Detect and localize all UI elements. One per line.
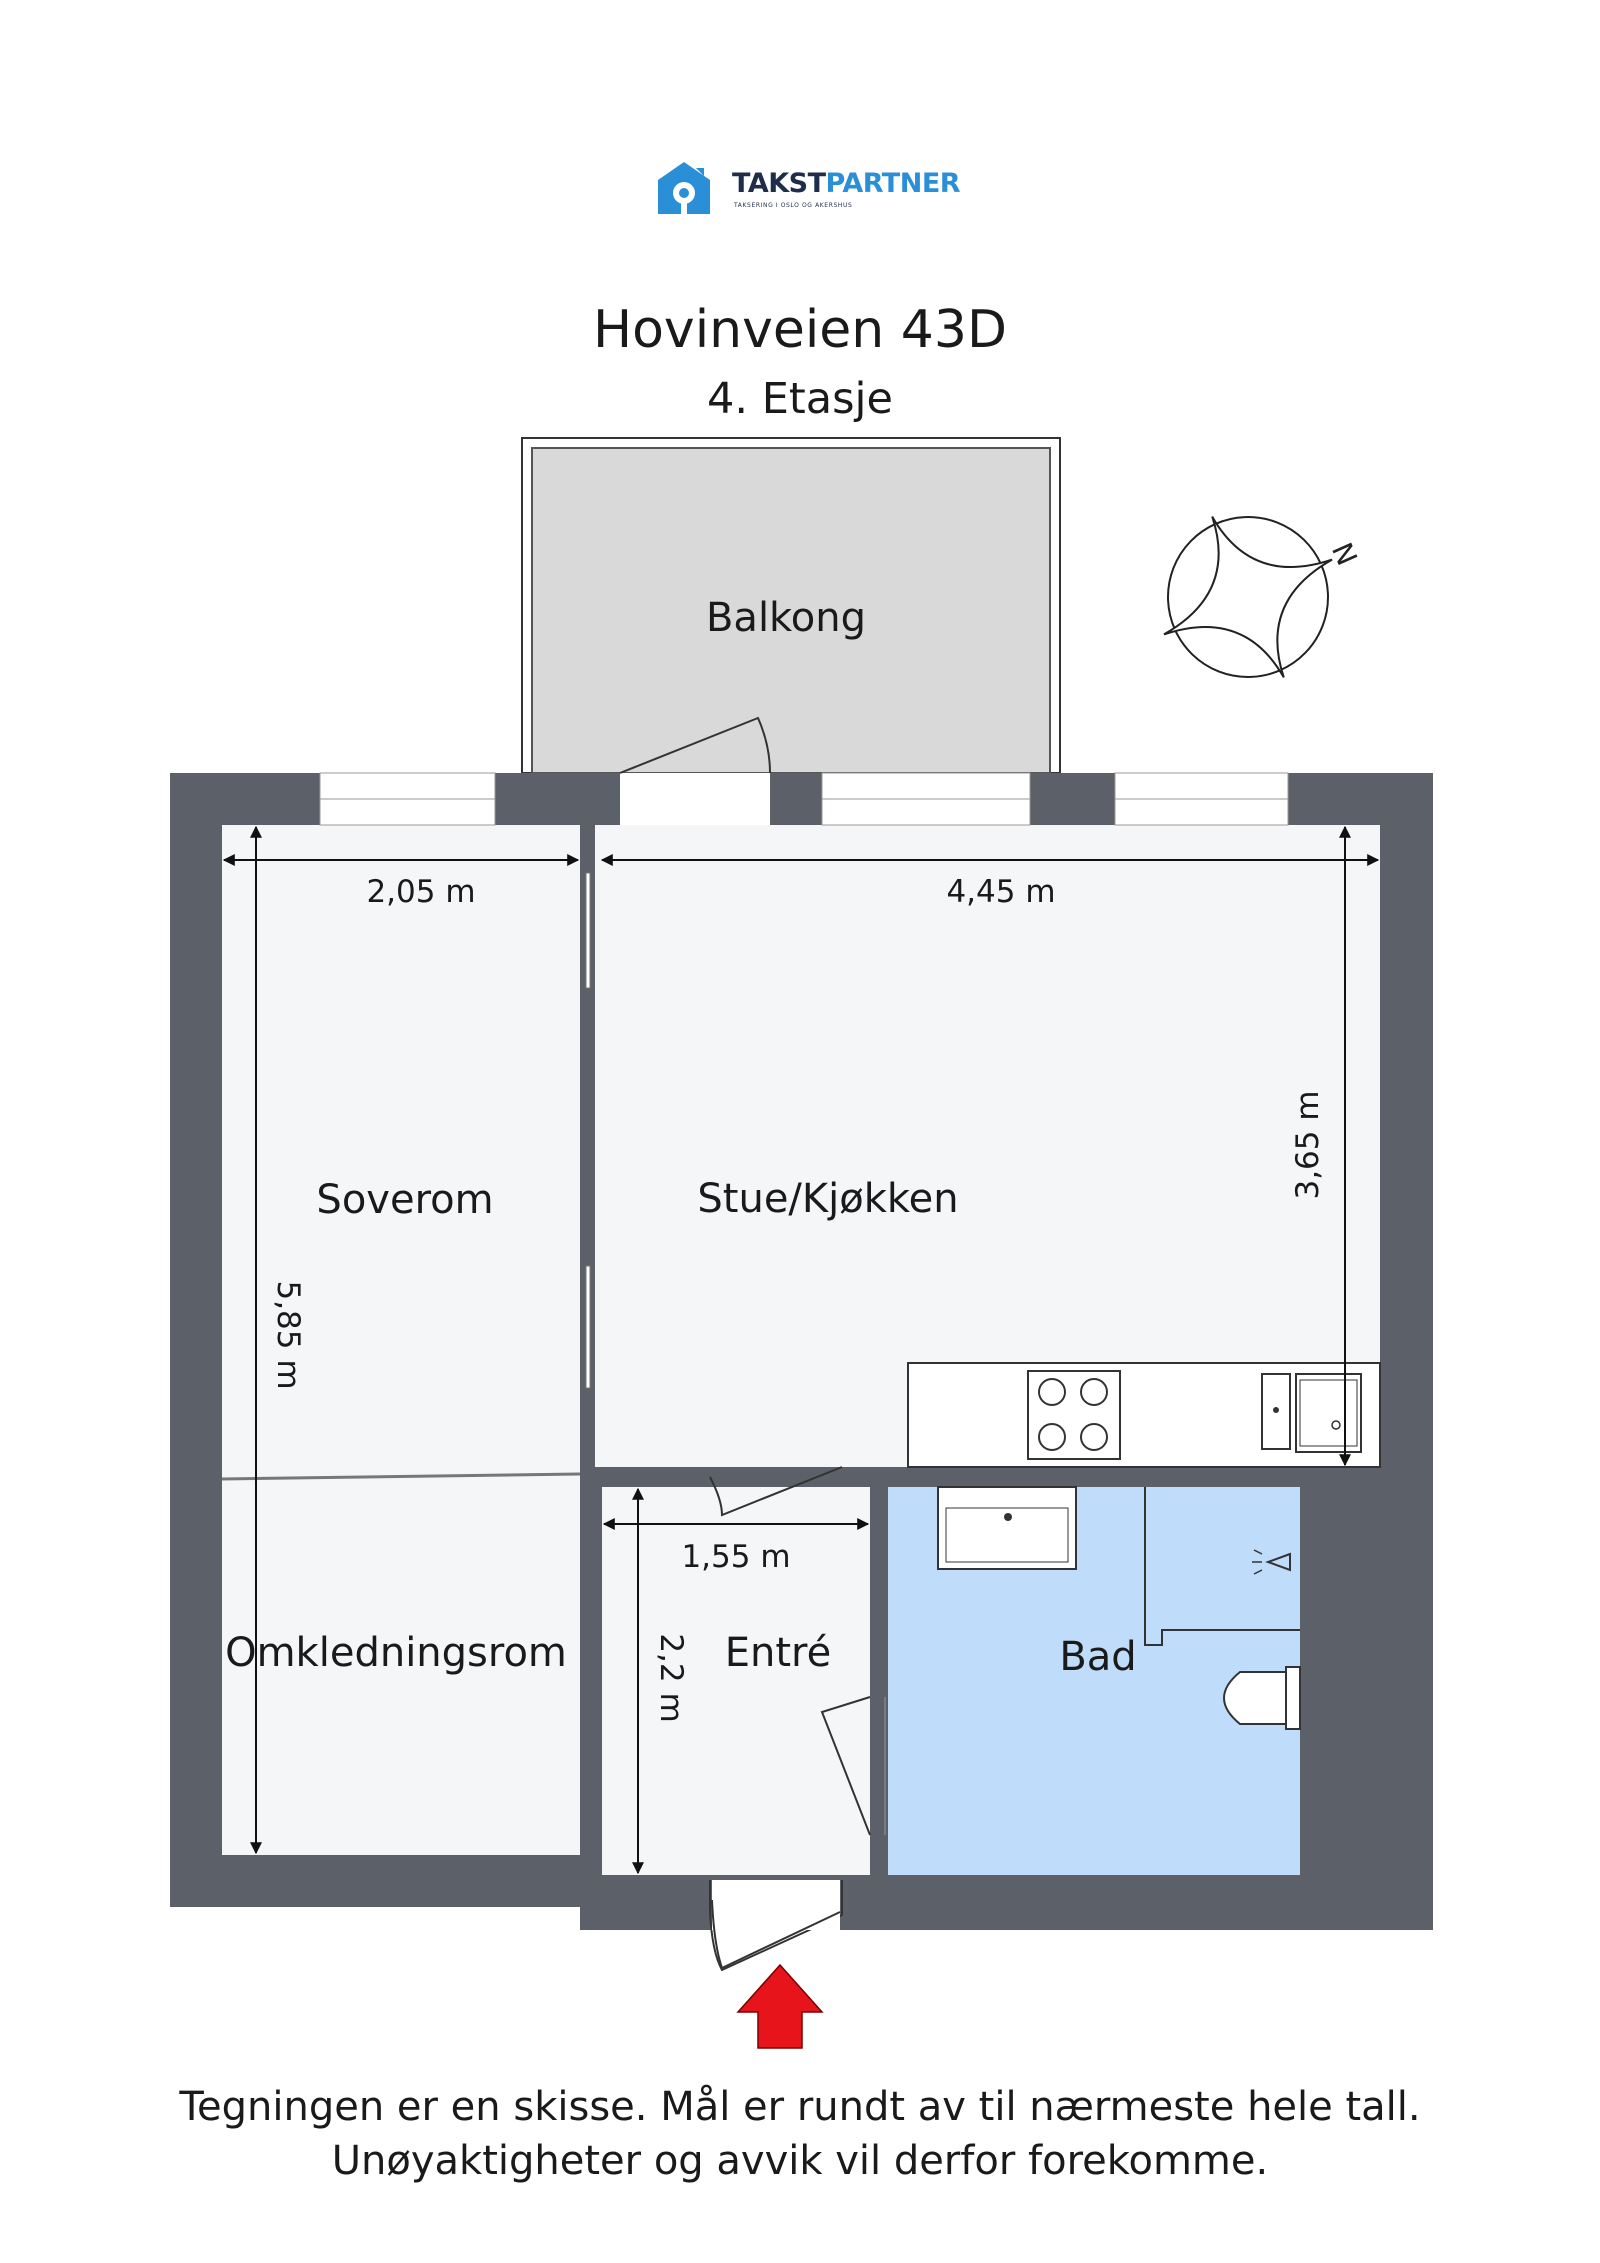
sliding-door-soverom-lower: [585, 1265, 591, 1389]
balcony-floor: [531, 447, 1051, 774]
shower-head-icon: [1252, 1549, 1291, 1575]
disclaimer-line-2: Unøyaktigheter og avvik vil derfor forek…: [331, 2138, 1269, 2184]
dim-stue-depth: 3,65 m: [1290, 1090, 1326, 1199]
room-label-stue-kjokken: Stue/Kjøkken: [697, 1176, 958, 1222]
wall-bed-stue-mid: [580, 988, 595, 1266]
house-logo-icon: [658, 162, 710, 214]
entrance-door: [709, 1880, 843, 1972]
omkledningsrom-floor: [222, 1469, 580, 1855]
shower-screen: [1144, 1487, 1300, 1646]
entrance-door-opening: [712, 1880, 840, 1930]
toilet-icon: [1223, 1666, 1301, 1730]
door-stue-entre: [709, 1466, 843, 1517]
wall-left-entre: [580, 1469, 602, 1875]
logo-tagline: TAKSERING I OSLO OG AKERSHUS: [734, 202, 853, 209]
dim-soverom-width: 2,05 m: [366, 874, 475, 910]
wall-entre-bad-upper: [870, 1487, 888, 1697]
room-label-bad: Bad: [1059, 1634, 1136, 1680]
takstpartner-logo: TAKSTPARTNER TAKSERING I OSLO OG AKERSHU…: [652, 158, 972, 222]
dimension-lines: [222, 825, 1380, 1875]
balcony-door-swing: [619, 716, 771, 774]
logo-wordmark: TAKSTPARTNER: [732, 168, 961, 199]
bathroom-sink-icon: [937, 1486, 1077, 1570]
disclaimer-line-1: Tegningen er en skisse. Mål er rundt av …: [179, 2084, 1421, 2130]
sliding-door-omkledningsrom: [221, 1472, 581, 1481]
wall-stue-entre: [595, 1467, 710, 1487]
sliding-door-soverom-upper: [585, 872, 591, 989]
soverom-floor: [222, 825, 580, 1469]
wall-bed-stue-lower: [580, 1420, 595, 1475]
wall-bed-stue-upper: [580, 825, 595, 843]
door-bad: [820, 1696, 871, 1836]
entre-floor: [602, 1487, 870, 1875]
room-label-soverom: Soverom: [316, 1177, 493, 1223]
dim-entre-depth: 2,2 m: [653, 1633, 689, 1722]
room-label-balkong: Balkong: [706, 595, 866, 641]
dim-entre-width: 1,55 m: [681, 1539, 790, 1575]
room-label-entre: Entré: [725, 1630, 831, 1676]
balcony-door-opening: [620, 773, 770, 825]
compass-north-label: N: [1325, 538, 1364, 571]
plan-subtitle: 4. Etasje: [707, 374, 893, 424]
stue-kjokken-floor: [595, 825, 1380, 1467]
wall-stue-bad: [842, 1467, 1380, 1487]
disclaimer: Tegningen er en skisse. Mål er rundt av …: [0, 2080, 1600, 2188]
compass-icon: N: [1163, 516, 1364, 678]
wall-bad-right: [1300, 1467, 1380, 1875]
entrance-arrow-icon: [736, 1963, 824, 2049]
plan-title: Hovinveien 43D: [593, 300, 1007, 360]
exterior-walls-entrance: [580, 1880, 1433, 1930]
room-label-omkledningsrom: Omkledningsrom: [225, 1630, 567, 1676]
dim-stue-width: 4,45 m: [946, 874, 1055, 910]
dim-total-depth: 5,85 m: [270, 1280, 306, 1389]
wall-entre-bad-lower: [870, 1835, 888, 1875]
